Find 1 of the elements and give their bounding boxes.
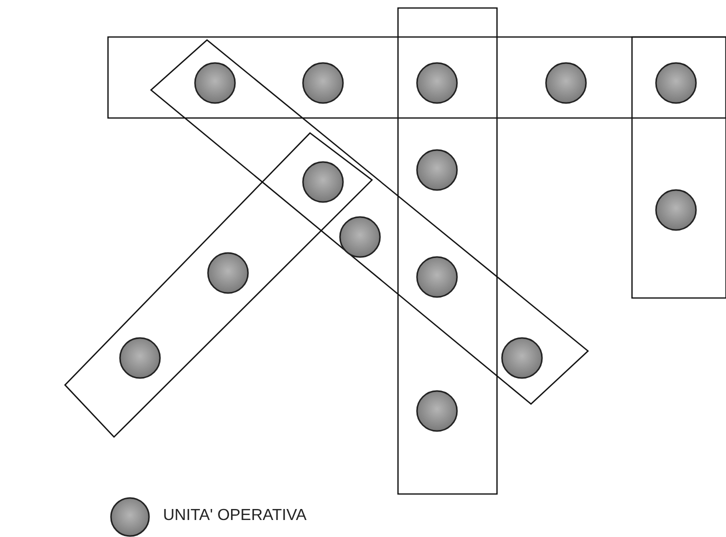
legend-label: UNITA' OPERATIVA bbox=[163, 507, 307, 525]
